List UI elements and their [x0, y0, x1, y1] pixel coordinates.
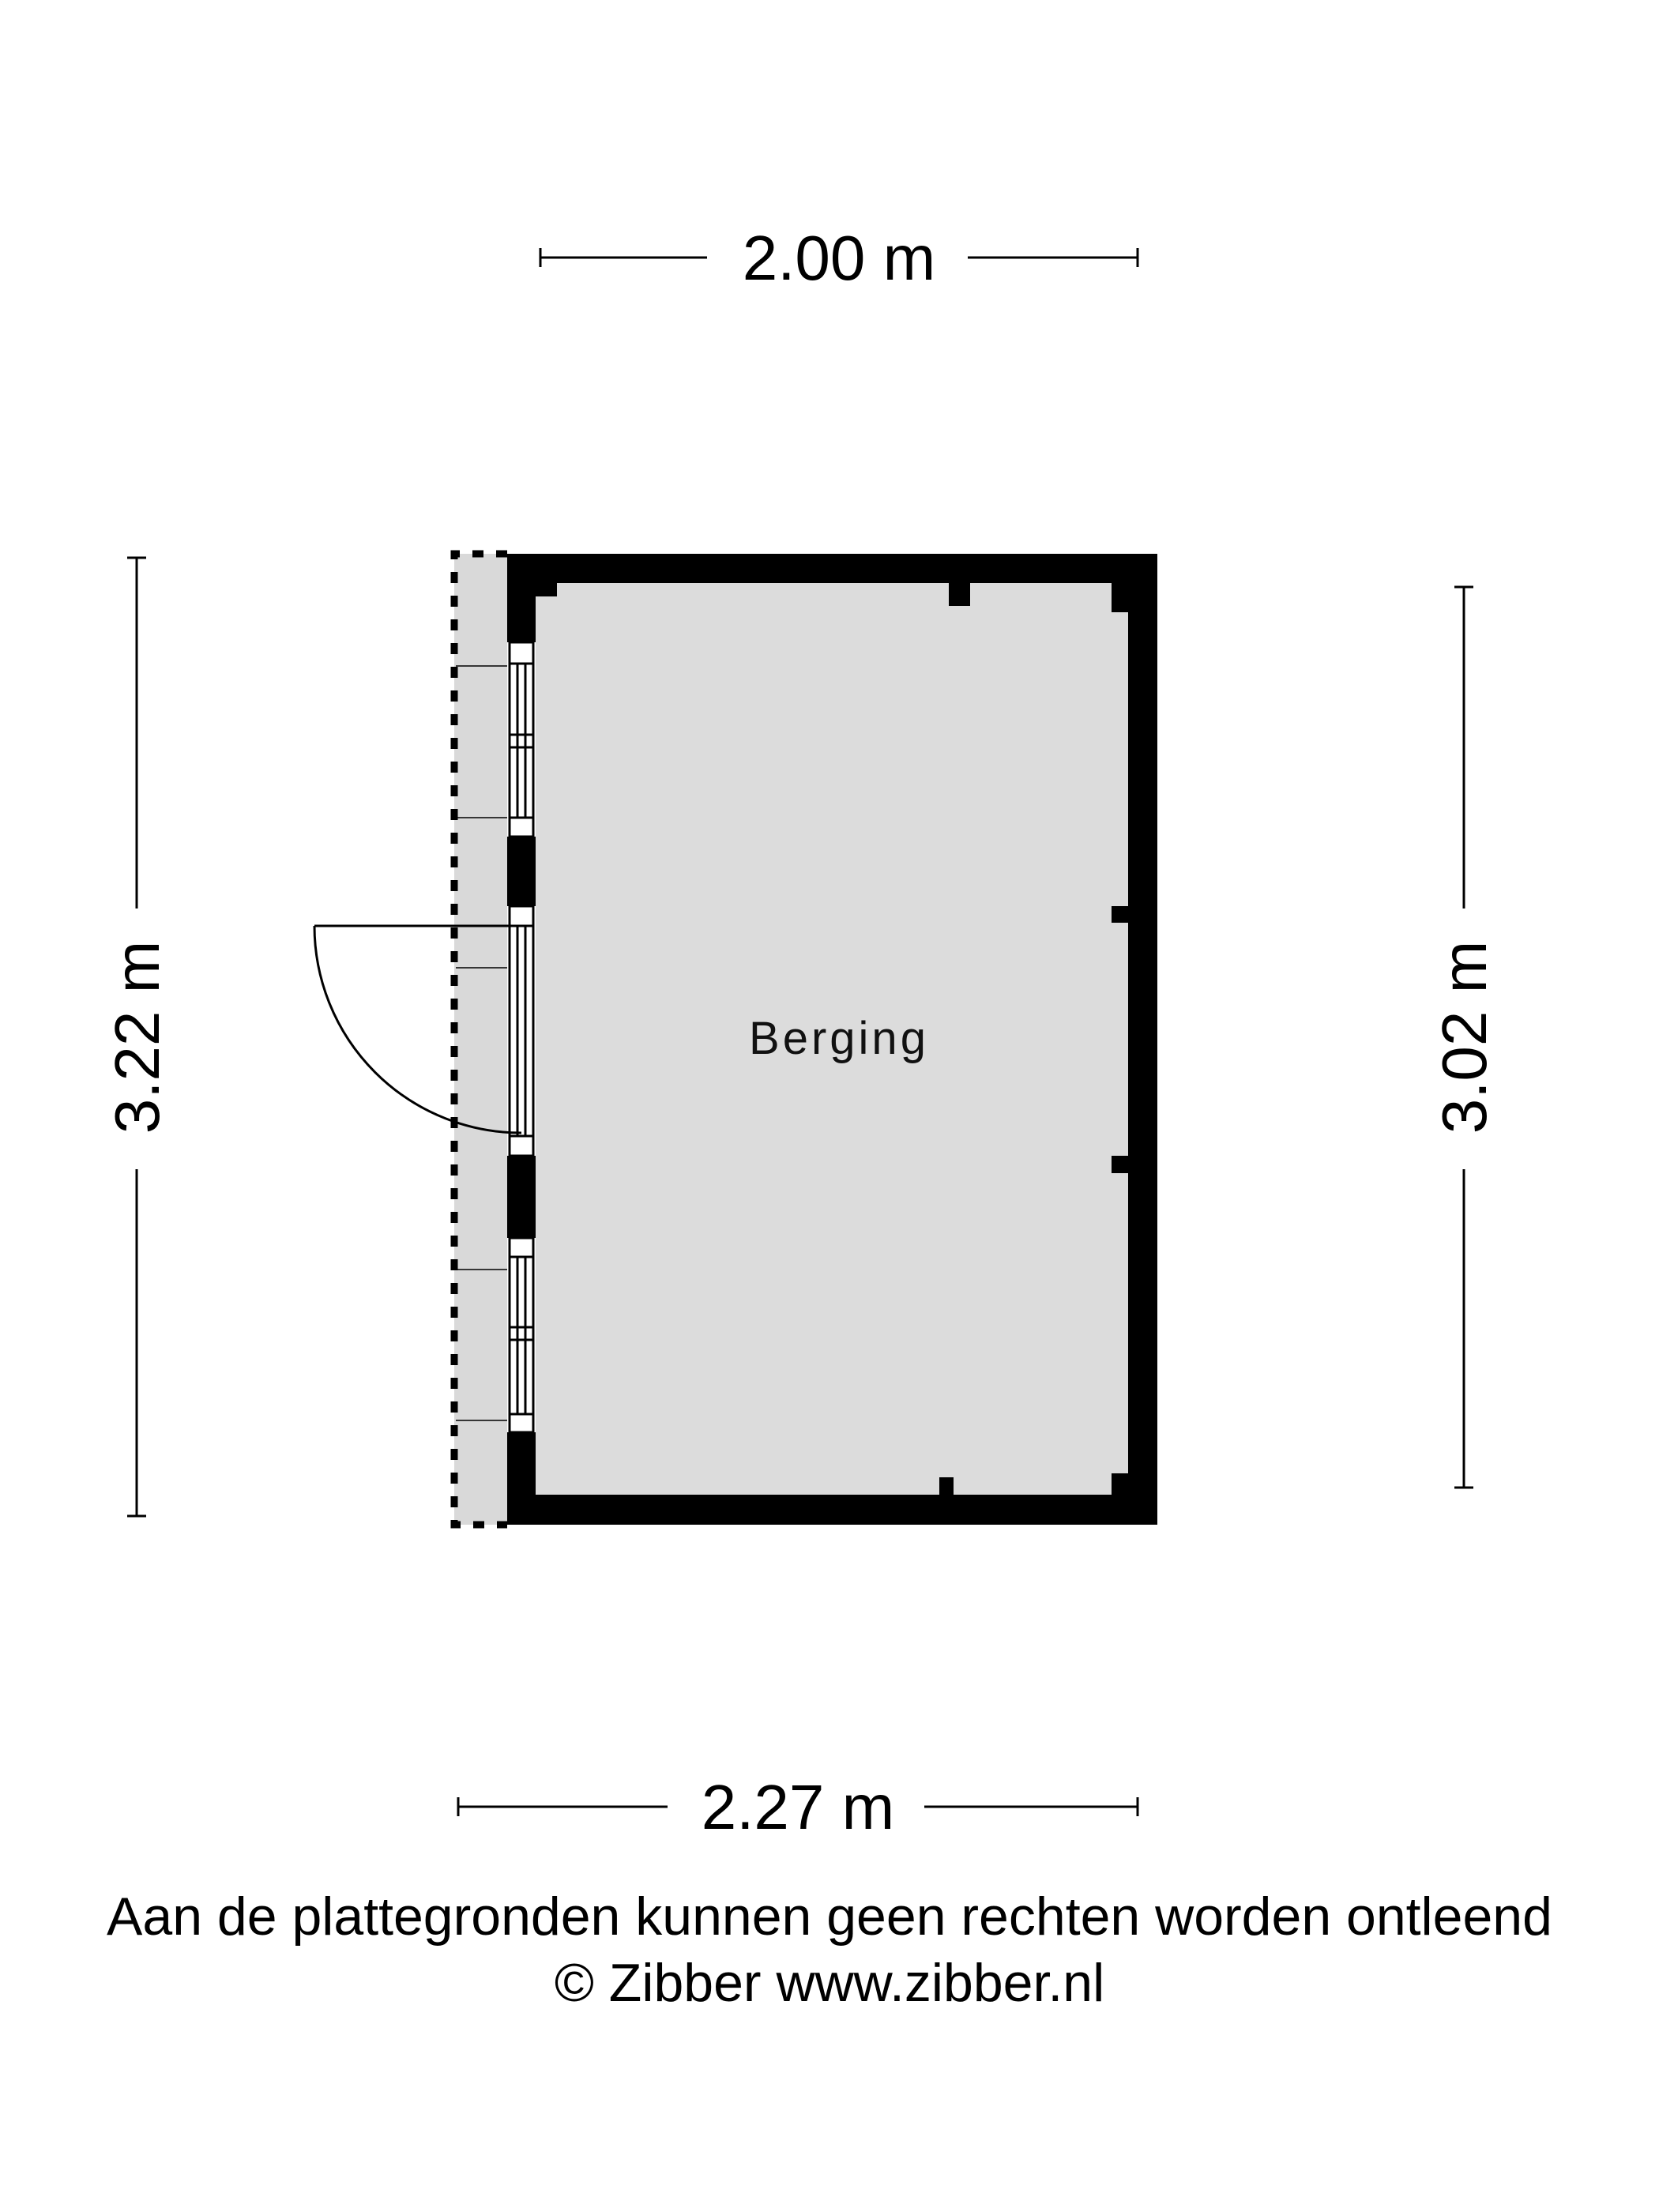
room-label: Berging — [749, 1013, 929, 1064]
dimension-top — [539, 248, 1139, 267]
dimension-bottom — [457, 1797, 1139, 1816]
door-swing-icon — [313, 924, 522, 1134]
dimension-right — [1454, 585, 1473, 1489]
dimension-left-label: 3.22 m — [102, 941, 172, 1134]
disclaimer-text: Aan de plattegronden kunnen geen rechten… — [107, 1887, 1552, 1947]
dimension-top-label: 2.00 m — [743, 223, 936, 293]
window-bottom — [508, 1236, 535, 1434]
overhang-dashed-outline — [450, 550, 507, 1529]
door-opening — [508, 905, 535, 1157]
overhang-area — [454, 554, 507, 1525]
dimension-bottom-label: 2.27 m — [702, 1772, 895, 1842]
room-floor — [536, 583, 1128, 1495]
copyright-text: © Zibber www.zibber.nl — [554, 1953, 1105, 2013]
dimension-right-label: 3.02 m — [1429, 941, 1499, 1134]
overhang-tick-lines — [456, 665, 507, 1421]
dimension-left — [127, 556, 146, 1518]
walls — [507, 554, 1157, 1525]
window-top — [508, 641, 535, 838]
